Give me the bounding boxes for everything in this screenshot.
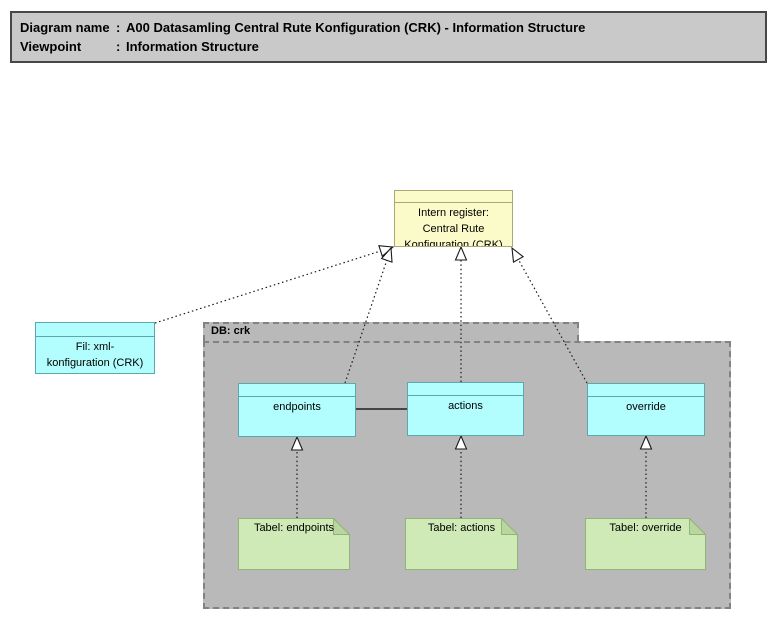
viewpoint-separator: :: [116, 39, 121, 54]
table-override-label: override: [626, 401, 666, 413]
intern-register-label: Intern register: Central Rute Konfigurat…: [404, 207, 503, 247]
table-actions-label: actions: [448, 400, 483, 412]
relation-actions-to-intern-register: [454, 245, 468, 382]
note-fold-corner: [333, 518, 350, 535]
note-tabel-endpoints-label: Tabel: endpoints: [253, 522, 335, 534]
diagram-title-block: Diagram name : A00 Datasamling Central R…: [10, 11, 767, 63]
relation-endpoints-to-intern-register: [344, 246, 393, 384]
viewpoint-value: Information Structure: [126, 39, 259, 54]
fil-xml-header-band: [36, 323, 154, 337]
table-endpoints-object[interactable]: endpoints: [238, 383, 356, 437]
note-shape: [238, 518, 350, 570]
fil-xml-label: Fil: xml- konfiguration (CRK): [46, 341, 144, 369]
viewpoint-row: Viewpoint : Information Structure: [20, 37, 757, 56]
note-shape: [585, 518, 706, 570]
table-override-header-band: [588, 384, 704, 397]
relation-override-to-intern-register: [511, 246, 588, 384]
db-crk-container-label: DB: crk: [211, 325, 251, 337]
fil-xml-object[interactable]: Fil: xml- konfiguration (CRK): [35, 322, 155, 374]
viewpoint-label: Viewpoint: [20, 39, 82, 54]
diagram-name-row: Diagram name : A00 Datasamling Central R…: [20, 18, 757, 37]
diagram-name-value: A00 Datasamling Central Rute Konfigurati…: [126, 20, 586, 35]
table-endpoints-header-band: [239, 384, 355, 397]
intern-register-header-band: [395, 191, 512, 203]
note-fold-corner: [689, 518, 706, 535]
note-tabel-endpoints[interactable]: Tabel: endpoints: [238, 518, 350, 570]
table-actions-object[interactable]: actions: [407, 382, 524, 436]
diagram-name-label: Diagram name: [20, 20, 110, 35]
relation-note-to-actions: [454, 434, 468, 518]
note-fold-corner: [501, 518, 518, 535]
relation-note-to-endpoints: [290, 435, 304, 518]
note-shape: [405, 518, 518, 570]
intern-register-object[interactable]: Intern register: Central Rute Konfigurat…: [394, 190, 513, 247]
note-tabel-actions-label: Tabel: actions: [427, 522, 496, 534]
diagram-name-separator: :: [116, 20, 121, 35]
note-tabel-override-label: Tabel: override: [609, 522, 682, 534]
relation-fil-to-intern-register: [154, 245, 395, 324]
note-tabel-actions[interactable]: Tabel: actions: [405, 518, 518, 570]
table-endpoints-label: endpoints: [273, 401, 321, 413]
relation-note-to-override: [639, 434, 653, 518]
note-tabel-override[interactable]: Tabel: override: [585, 518, 706, 570]
table-actions-header-band: [408, 383, 523, 396]
db-crk-container-tab[interactable]: DB: crk: [203, 322, 579, 341]
table-override-object[interactable]: override: [587, 383, 705, 436]
